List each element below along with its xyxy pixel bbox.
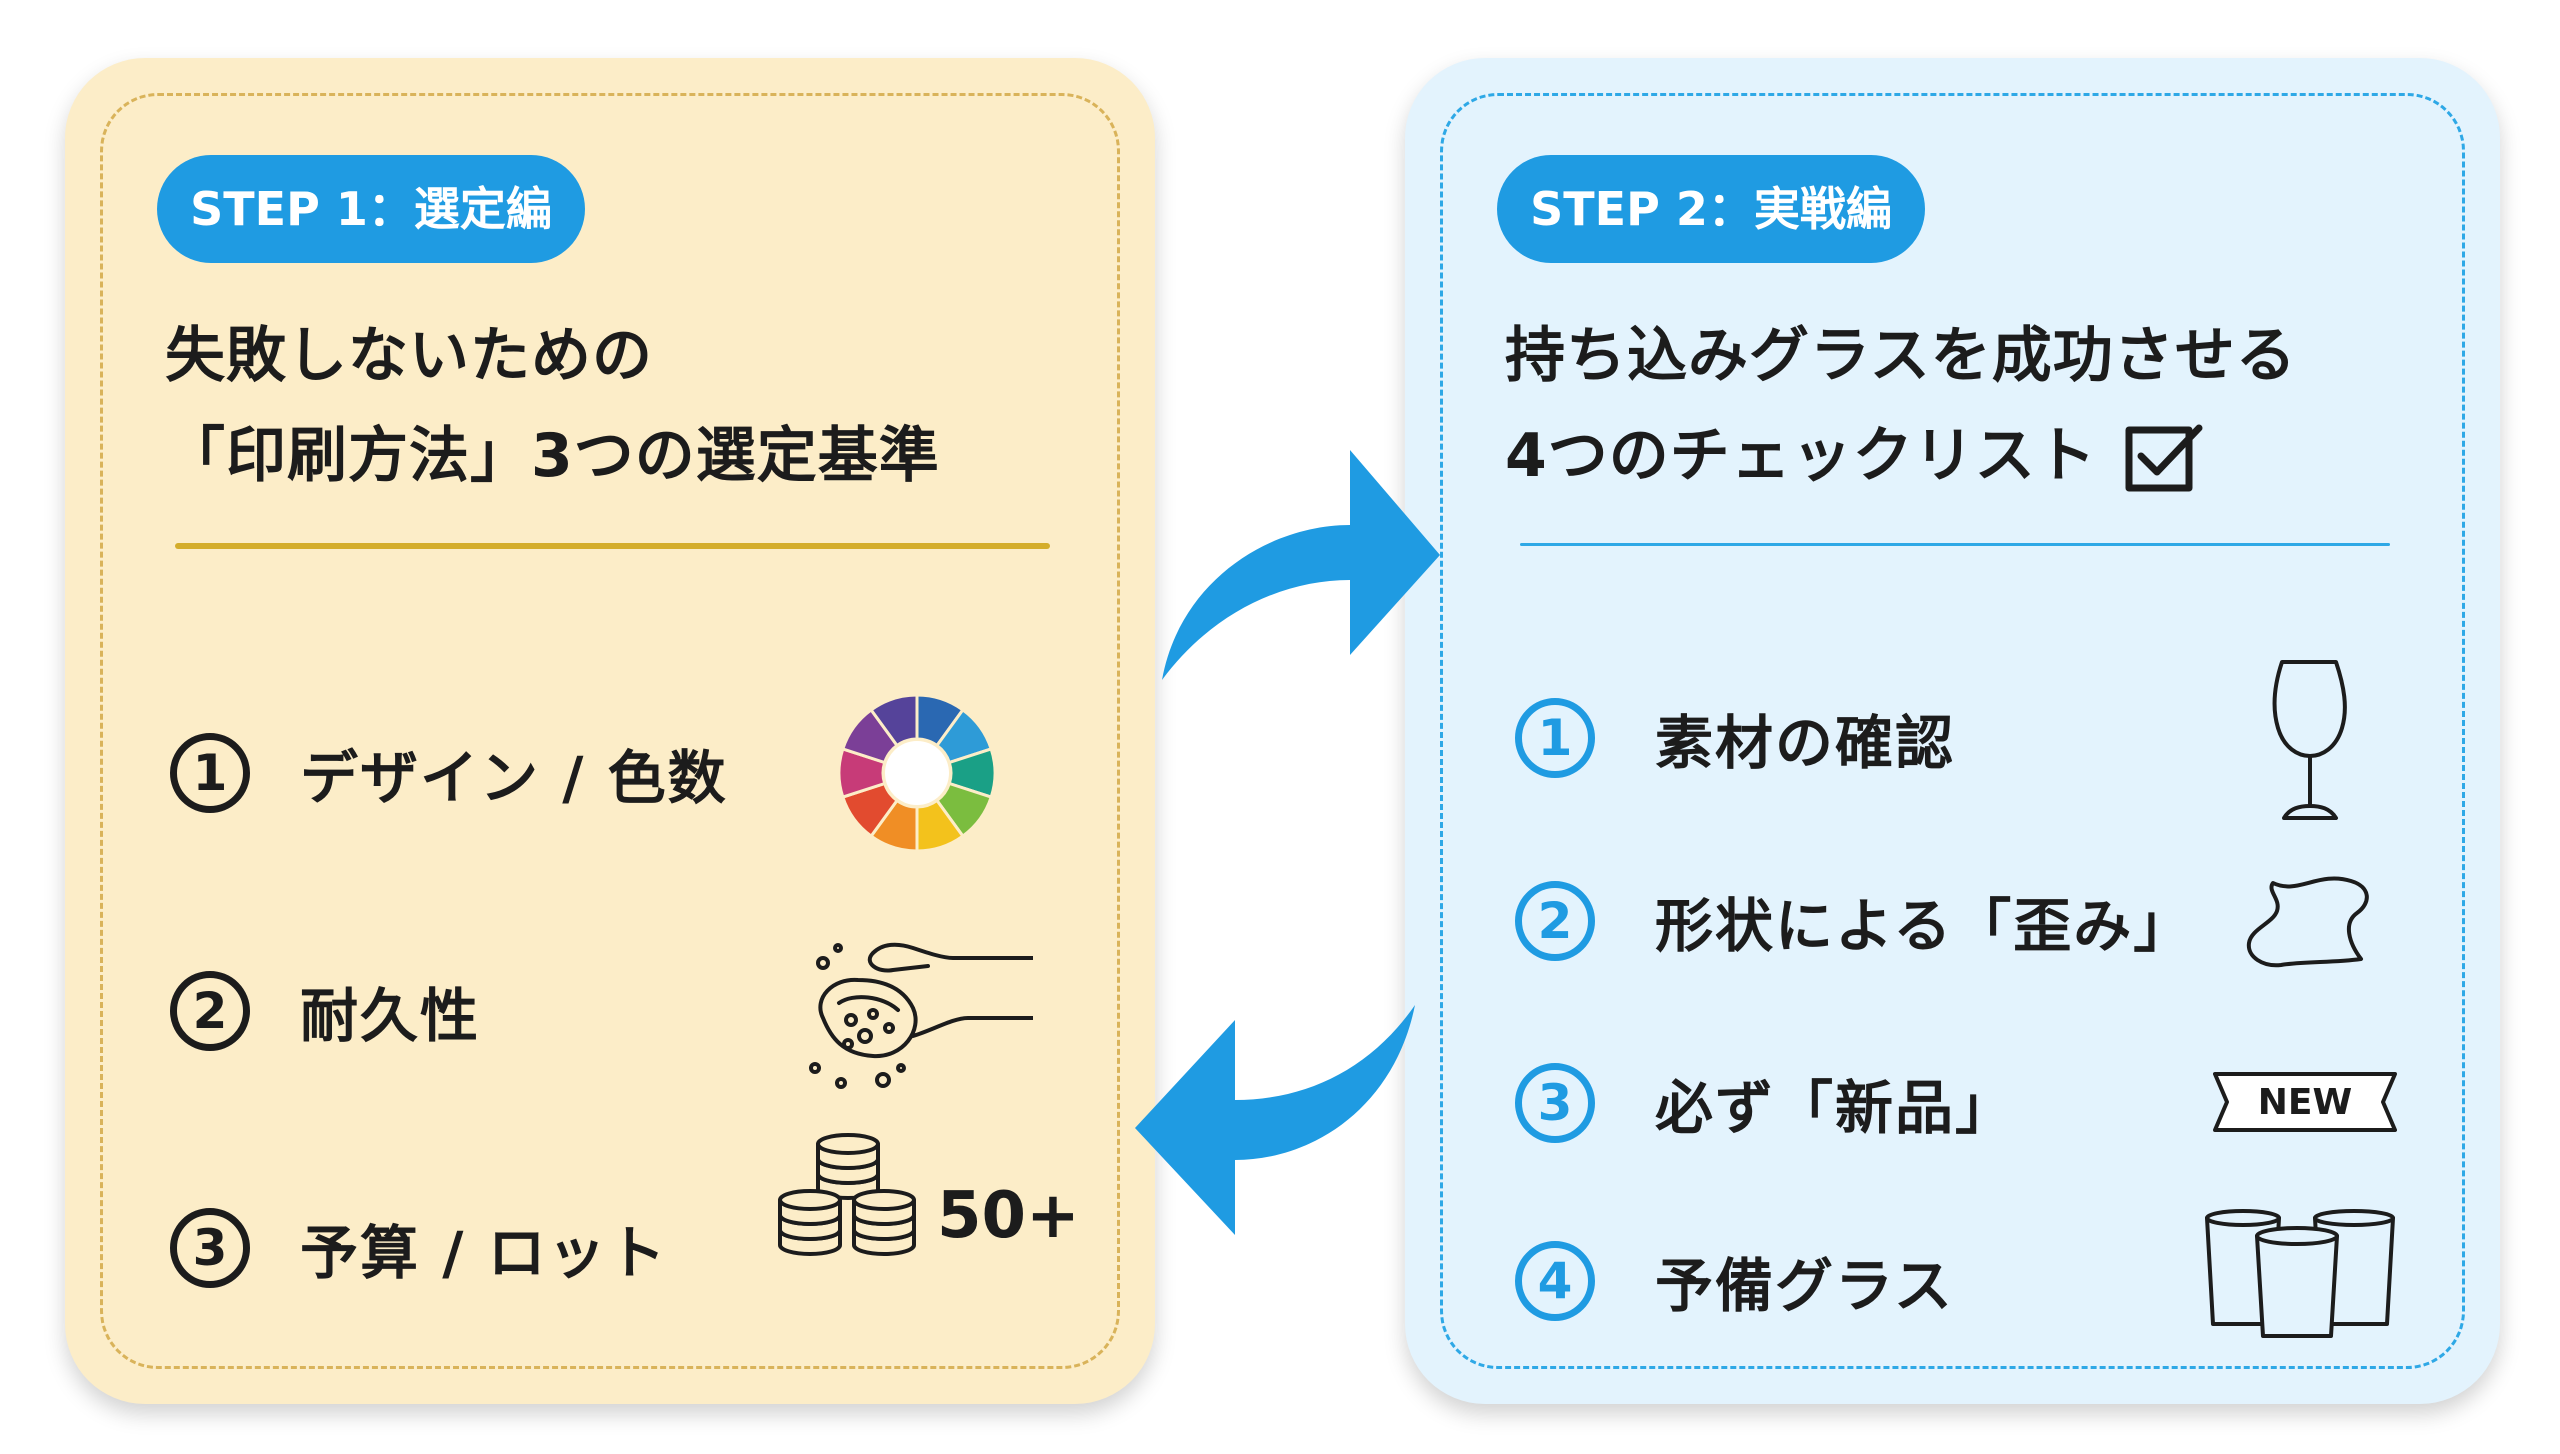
- hand-scrubbing-icon: [809, 942, 1033, 1089]
- step2-item-2-label: 形状による「歪み」: [1655, 892, 2194, 960]
- new-badge-text: NEW: [2258, 1082, 2352, 1123]
- step1-title-line1: 失敗しないための: [165, 321, 653, 391]
- step2-item-4: 4 予備グラス: [1515, 1231, 1954, 1331]
- step1-item-2-label: 耐久性: [300, 982, 481, 1050]
- step1-title: 失敗しないための 「印刷方法」3つの選定基準: [165, 306, 940, 506]
- step2-item-1: 1 素材の確認: [1515, 688, 1955, 788]
- step2-item-4-label: 予備グラス: [1655, 1252, 1954, 1320]
- new-ribbon-icon: NEW: [2213, 1072, 2397, 1132]
- arrow-back-icon: [1135, 1005, 1415, 1235]
- step2-dashed-border: [1440, 93, 2465, 1369]
- step2-item-4-number: 4: [1515, 1241, 1595, 1321]
- coin-top: [778, 1189, 842, 1211]
- step1-item-2-number: 2: [170, 971, 250, 1051]
- coin-top: [852, 1189, 916, 1211]
- step1-item-1: 1 デザイン / 色数: [170, 723, 728, 823]
- arrow-forward-icon: [1162, 450, 1440, 680]
- step2-title: 持ち込みグラスを成功させる 4つのチェックリスト: [1505, 306, 2297, 506]
- step2-title-line2-row: 4つのチェックリスト: [1505, 406, 2297, 506]
- glass-front: [2255, 1226, 2339, 1338]
- coin-stacks-icon: [778, 1133, 916, 1256]
- step2-divider: [1520, 543, 2390, 546]
- color-wheel-icon: [837, 693, 997, 853]
- step2-item-1-label: 素材の確認: [1655, 709, 1956, 777]
- step2-title-line1: 持ち込みグラスを成功させる: [1505, 321, 2297, 391]
- wine-glass-icon: [2272, 660, 2347, 820]
- step2-panel: STEP 2：実戦編 持ち込みグラスを成功させる 4つのチェックリスト 1 素材…: [1405, 58, 2500, 1404]
- color-wheel-segment: [869, 693, 919, 748]
- step2-title-line2: 4つのチェックリスト: [1505, 421, 2097, 491]
- wavy-shape-icon: [2246, 876, 2369, 968]
- step1-dashed-border: [100, 93, 1120, 1369]
- step1-panel: STEP 1：選定編 失敗しないための 「印刷方法」3つの選定基準 1 デザイン…: [65, 58, 1155, 1404]
- step2-item-3: 3 必ず「新品」: [1515, 1053, 2015, 1153]
- step1-item-3-label: 予算 / ロット: [300, 1219, 668, 1287]
- color-wheel-center: [885, 741, 949, 805]
- step1-item-3-number: 3: [170, 1208, 250, 1288]
- checkbox-icon: [2125, 424, 2203, 492]
- step1-title-line2: 「印刷方法」3つの選定基準: [165, 421, 940, 491]
- step2-item-2-number: 2: [1515, 881, 1595, 961]
- step1-item-2: 2 耐久性: [170, 961, 480, 1061]
- step1-divider: [175, 543, 1050, 549]
- lot-50-plus: 50+: [937, 1179, 1080, 1253]
- step1-item-1-label: デザイン / 色数: [300, 744, 728, 812]
- step2-item-3-label: 必ず「新品」: [1655, 1074, 2016, 1142]
- step2-item-2: 2 形状による「歪み」: [1515, 871, 2193, 971]
- step2-badge: STEP 2：実戦編: [1497, 155, 1925, 263]
- step1-badge: STEP 1：選定編: [157, 155, 585, 263]
- step2-item-3-number: 3: [1515, 1063, 1595, 1143]
- step1-item-1-number: 1: [170, 733, 250, 813]
- spare-glasses-icon: [2205, 1209, 2395, 1338]
- step1-item-3: 3 予算 / ロット: [170, 1198, 668, 1298]
- step2-item-1-number: 1: [1515, 698, 1595, 778]
- coin-top: [816, 1133, 880, 1155]
